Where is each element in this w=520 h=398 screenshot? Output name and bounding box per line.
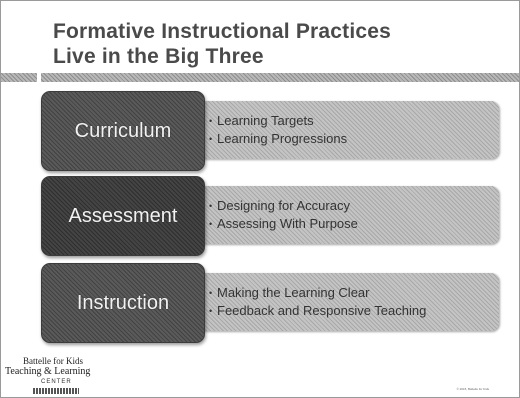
bullet-item: Feedback and Responsive Teaching xyxy=(209,302,426,320)
slide-title: Formative Instructional Practices Live i… xyxy=(53,19,391,69)
logo-pattern-strip xyxy=(33,388,79,394)
curriculum-box: Curriculum xyxy=(41,91,205,171)
copyright-footer: © 2015, Battelle for Kids xyxy=(456,387,489,391)
bullet-item: Learning Progressions xyxy=(209,130,347,148)
assessment-label: Assessment xyxy=(68,204,178,227)
curriculum-bullets-bar: Learning Targets Learning Progressions xyxy=(193,101,499,159)
assessment-box: Assessment xyxy=(41,176,205,256)
instruction-label: Instruction xyxy=(76,291,170,314)
bullet-item: Designing for Accuracy xyxy=(209,197,358,215)
assessment-bullet-list: Designing for Accuracy Assessing With Pu… xyxy=(209,197,358,233)
bullet-item: Learning Targets xyxy=(209,112,347,130)
bullet-item: Assessing With Purpose xyxy=(209,215,358,233)
logo-line-2: Teaching & Learning xyxy=(5,366,91,377)
logo-line-3: CENTER xyxy=(41,379,72,385)
divider-notch xyxy=(37,73,41,82)
instruction-box: Instruction xyxy=(41,263,205,343)
title-line-1: Formative Instructional Practices xyxy=(53,20,392,43)
curriculum-bullet-list: Learning Targets Learning Progressions xyxy=(209,112,347,148)
row-curriculum: Learning Targets Learning Progressions C… xyxy=(41,91,501,171)
curriculum-label: Curriculum xyxy=(74,119,172,142)
bullet-item: Making the Learning Clear xyxy=(209,284,426,302)
battelle-logo: Battelle for Kids Teaching & Learning CE… xyxy=(5,356,125,396)
row-assessment: Designing for Accuracy Assessing With Pu… xyxy=(41,176,501,256)
logo-line-1: Battelle for Kids xyxy=(23,356,83,366)
title-divider-band xyxy=(1,73,519,82)
instruction-bullet-list: Making the Learning Clear Feedback and R… xyxy=(209,284,426,320)
title-line-2: Live in the Big Three xyxy=(53,45,264,68)
row-instruction: Making the Learning Clear Feedback and R… xyxy=(41,263,501,343)
instruction-bullets-bar: Making the Learning Clear Feedback and R… xyxy=(193,273,499,331)
assessment-bullets-bar: Designing for Accuracy Assessing With Pu… xyxy=(193,186,499,244)
